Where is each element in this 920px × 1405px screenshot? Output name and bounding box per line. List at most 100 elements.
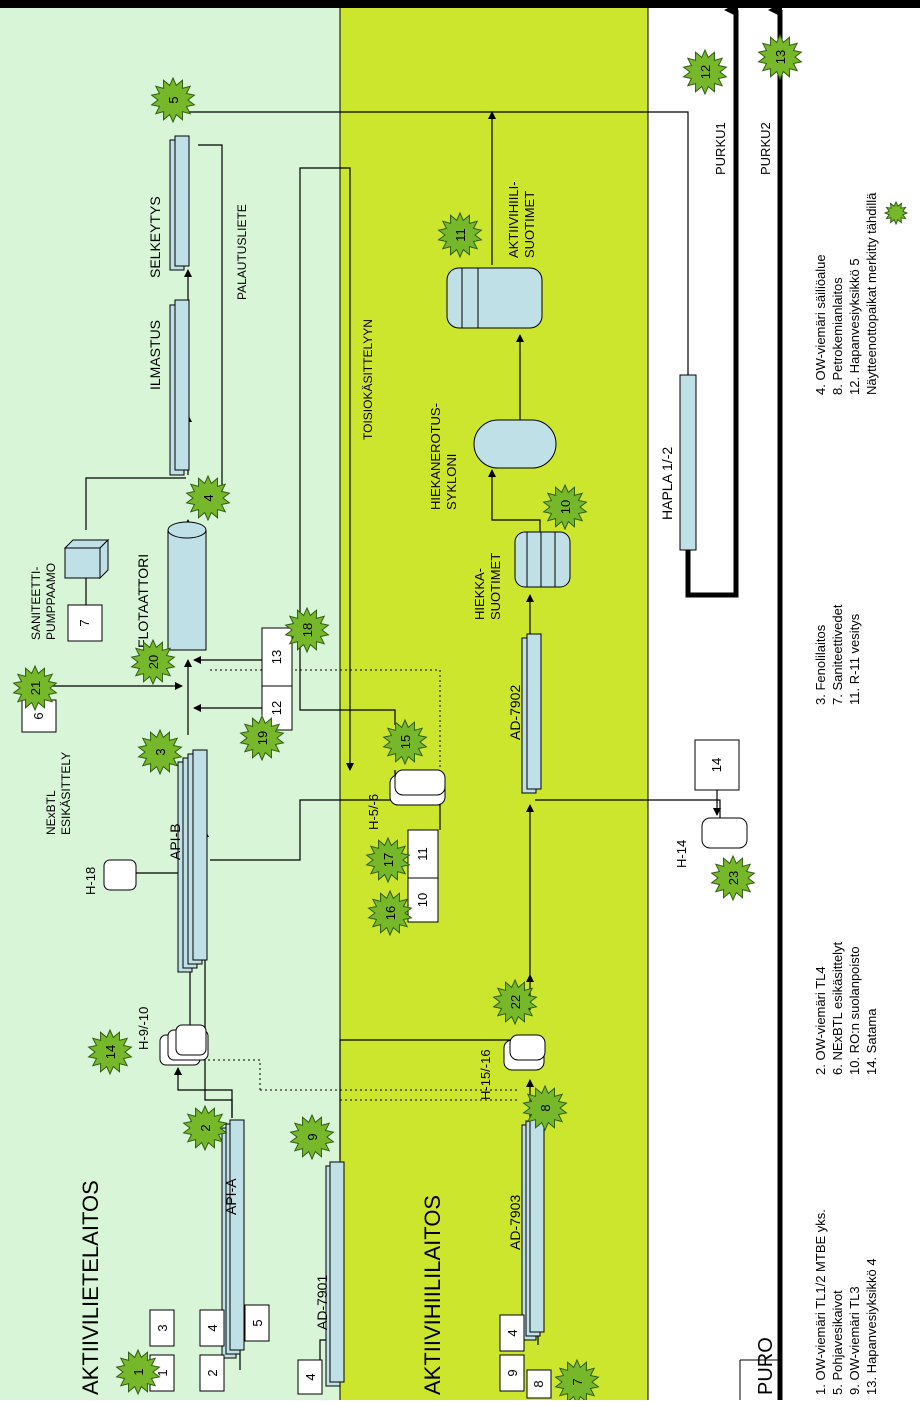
sample-point-2: 2: [182, 1104, 228, 1152]
nexbtl-label-1: NExBTL: [44, 790, 58, 835]
svg-text:5: 5: [250, 1319, 265, 1326]
legend-entry: 11. R-11 vesitys: [847, 613, 862, 705]
legend-entry: 12. Hapanvesiyksikkö 5: [847, 258, 862, 395]
legend-entry: 2. OW-viemäri TL4: [813, 966, 828, 1075]
ad7902-label: AD-7902: [507, 685, 523, 740]
right-zone-title: PURO: [755, 1337, 777, 1395]
sample-point-label: 19: [255, 731, 270, 745]
flotaattori-unit: [167, 521, 207, 651]
flotaattori-label: FLOTAATTORI: [135, 554, 151, 648]
ad7903-label: AD-7903: [507, 1195, 523, 1250]
sample-point-label: 13: [773, 50, 788, 64]
legend-entry: 6. NExBTL esikäsittelyt: [830, 941, 845, 1075]
sample-point-12: 12: [682, 48, 728, 96]
svg-text:11: 11: [415, 847, 430, 861]
sample-point-1: 1: [115, 1348, 161, 1396]
legend-entry: 3. Fenolilaitos: [813, 624, 828, 705]
sample-point-18: 18: [284, 606, 330, 654]
svg-text:12: 12: [269, 701, 284, 715]
input-box-4c: 4: [499, 1314, 525, 1352]
palautusliete-label: PALAUTUSLIETE: [235, 204, 249, 300]
input-box-4b: 4: [297, 1359, 323, 1395]
hiekka-label-1: HIEKKA-: [472, 568, 487, 620]
input-box-13: 13: [261, 627, 293, 687]
sample-point-23: 23: [710, 854, 756, 902]
input-box-9: 9: [499, 1354, 525, 1392]
sample-point-13: 13: [757, 33, 803, 81]
h910-label: H-9/-10: [136, 1007, 151, 1050]
hiekka-unit: [514, 531, 571, 588]
sykloni-label-1: HIEKANEROTUS-: [428, 403, 443, 510]
sample-point-11: 11: [437, 211, 483, 259]
svg-text:1: 1: [155, 1369, 170, 1376]
sample-point-19: 19: [239, 714, 285, 762]
sample-point-label: 21: [28, 681, 43, 695]
input-box-14: 14: [694, 739, 740, 791]
sample-point-label: 9: [305, 1133, 320, 1140]
aktiivihiili-unit: [446, 267, 543, 329]
sykloni-label-2: SYKLONI: [444, 454, 459, 510]
hapla-unit: [679, 374, 697, 551]
h56-label: H-5/-6: [366, 794, 381, 830]
input-box-2: 2: [199, 1354, 225, 1392]
saniteetti-label-1: SANITEETTI-: [29, 567, 43, 640]
saniteetti-unit: [63, 538, 110, 580]
input-box-7: 7: [67, 604, 103, 642]
sample-point-20: 20: [130, 638, 176, 686]
ad7902-unit: [521, 633, 542, 794]
sample-point-label: 12: [698, 65, 713, 79]
ad7901-unit: [325, 1161, 345, 1387]
sample-point-label: 23: [726, 871, 741, 885]
ilmastus-unit: [169, 299, 190, 476]
sample-point-label: 16: [383, 906, 398, 920]
sample-point-label: 5: [166, 96, 181, 103]
svg-text:10: 10: [415, 893, 430, 907]
h1516-tank: [503, 1034, 546, 1071]
legend-entry: 14. Satama: [864, 1008, 879, 1075]
middle-zone-title: AKTIIVIHIILILAITOS: [420, 1195, 445, 1395]
sample-point-label: 11: [453, 228, 468, 242]
legend-entry: 8. Petrokemianlaitos: [830, 277, 845, 395]
api-b-unit: [177, 749, 208, 973]
sample-point-3: 3: [137, 728, 183, 776]
svg-text:4: 4: [303, 1373, 318, 1380]
sample-point-5: 5: [150, 76, 196, 124]
aktiivihiili-label-2: SUOTIMET: [522, 191, 537, 258]
ad7903-unit: [521, 1116, 545, 1341]
legend-entry: 7. Saniteettivedet: [830, 604, 845, 705]
input-boxes: 1 2 3 4 5 4 6 7 12 13 10 11 14 9 4 8: [21, 604, 740, 1399]
input-box-11: 11: [407, 829, 439, 879]
sykloni-unit: [473, 419, 557, 469]
svg-text:6: 6: [31, 712, 46, 719]
svg-text:14: 14: [709, 758, 724, 772]
ad7901-label: AD-7901: [314, 1275, 330, 1330]
svg-text:3: 3: [155, 1324, 170, 1331]
sample-point-label: 4: [201, 494, 216, 501]
tanks: H-9/-10 H-18 H-5/-6 H-15/-16 H-14: [83, 769, 748, 1100]
sample-point-label: 1: [131, 1368, 146, 1375]
h18-tank: [103, 859, 137, 891]
input-box-8: 8: [526, 1369, 552, 1399]
selkeytys-unit: [169, 135, 190, 271]
legend-entry: 9. OW-viemäri TL3: [847, 1286, 862, 1395]
purku1-label: PURKU1: [713, 122, 728, 175]
h14-label: H-14: [674, 840, 689, 868]
svg-text:4: 4: [505, 1329, 520, 1336]
process-units: API-A AD-7901 API-B FLOTAATTORI ILMASTUS…: [63, 135, 697, 1387]
svg-text:8: 8: [531, 1380, 546, 1387]
sample-point-label: 14: [103, 1045, 118, 1059]
top-band: [0, 0, 920, 8]
svg-text:4: 4: [205, 1324, 220, 1331]
input-box-5: 5: [244, 1304, 270, 1342]
sample-point-label: 3: [153, 748, 168, 755]
right-zone: [648, 8, 920, 1400]
aktiivihiili-label-1: AKTIIVIHIILI-: [506, 181, 521, 258]
legend-entry: 5. Pohjavesikaivot: [830, 1290, 845, 1395]
sample-point-9: 9: [289, 1113, 335, 1161]
legend-entry: 1. OW-viemäri TL1/2 MTBE yks.: [813, 1209, 828, 1395]
sample-point-label: 8: [538, 1104, 553, 1111]
input-box-3: 3: [149, 1309, 175, 1347]
api-a-label: API-A: [223, 1178, 239, 1215]
selkeytys-label: SELKEYTYS: [147, 196, 163, 278]
